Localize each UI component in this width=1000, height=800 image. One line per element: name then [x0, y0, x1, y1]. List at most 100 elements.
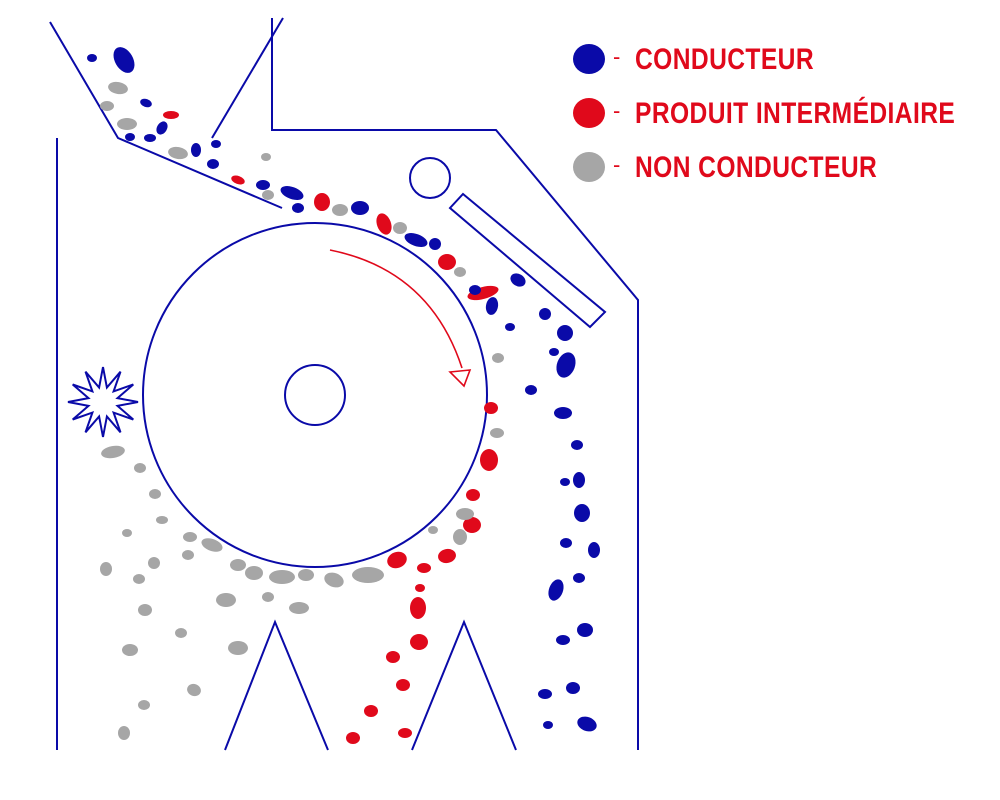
non-conductor-particle: [490, 428, 504, 438]
non-conductor-particle: [332, 204, 348, 216]
feed-hopper-left-wall: [49, 21, 283, 209]
intermediate-particle: [231, 175, 245, 185]
intermediate-particle: [484, 402, 498, 414]
intermediate-particle: [410, 634, 428, 650]
conductor-particle: [485, 297, 499, 315]
conductor-particle: [156, 121, 168, 135]
conductor-particle: [113, 47, 135, 73]
legend-dash: -: [613, 98, 621, 123]
non-conductor-particle: [298, 569, 314, 581]
non-conductor-particle: [156, 516, 168, 524]
legend-swatch-non-conductor: [573, 152, 605, 182]
conductor-particle: [539, 308, 551, 320]
conductor-particle: [557, 325, 573, 341]
non-conductor-particle: [118, 726, 130, 740]
non-conductor-particle: [352, 567, 384, 583]
non-conductor-particle: [230, 559, 246, 571]
non-conductor-particle: [201, 538, 223, 552]
non-conductor-particle: [122, 529, 132, 537]
non-conductor-particle: [100, 101, 114, 111]
conductor-particle: [588, 542, 600, 558]
intermediate-particle: [314, 193, 330, 211]
non-conductor-particle: [187, 683, 201, 697]
non-conductor-particle: [269, 570, 295, 584]
non-conductor-particle: [148, 557, 160, 569]
non-conductor-particle: [175, 628, 187, 638]
conductor-particle: [560, 538, 572, 548]
intermediate-particle: [480, 449, 498, 471]
legend-label-intermediate: PRODUIT INTERMÉDIAIRE: [635, 97, 956, 130]
conductor-particle: [525, 385, 537, 395]
legend-dash: -: [613, 44, 621, 69]
conductor-particle: [549, 348, 559, 356]
non-conductor-particle: [100, 562, 112, 576]
conductor-particle: [556, 352, 576, 378]
non-conductor-particle: [149, 489, 161, 499]
intermediate-particle: [398, 728, 412, 738]
non-conductor-particle: [261, 153, 271, 161]
legend-item-conductor: - CONDUCTEUR: [571, 40, 991, 94]
curved-arrow-icon: [329, 249, 472, 388]
conductor-particle: [140, 98, 152, 108]
conductor-particle: [144, 134, 156, 142]
intermediate-particle: [364, 705, 378, 717]
intermediate-particle: [415, 584, 425, 592]
splitter-right: [411, 619, 517, 751]
conductor-particle: [404, 233, 428, 247]
non-conductor-particle: [108, 81, 128, 95]
conductor-particle: [548, 579, 564, 601]
conductor-particle: [577, 716, 597, 732]
intermediate-particle: [438, 548, 456, 564]
non-conductor-particle: [262, 190, 274, 200]
conductor-particle: [429, 238, 441, 250]
non-conductor-particle: [454, 267, 466, 277]
non-conductor-particle: [216, 593, 236, 607]
conductor-particle: [577, 623, 593, 637]
arrow-head: [448, 369, 472, 388]
non-conductor-particle: [228, 641, 248, 655]
non-conductor-particle: [117, 118, 137, 130]
legend-label-conductor: CONDUCTEUR: [635, 43, 815, 76]
conductor-particle: [566, 682, 580, 694]
conductor-particle: [211, 140, 221, 148]
conductor-particle: [125, 133, 135, 141]
conductor-particle: [87, 54, 97, 62]
conductor-particle: [505, 323, 515, 331]
conductor-particle: [560, 478, 570, 486]
non-conductor-particle: [393, 222, 407, 234]
non-conductor-particle: [182, 550, 194, 560]
housing-outline: [271, 18, 639, 750]
conductor-particle: [538, 689, 552, 699]
non-conductor-particle: [101, 445, 125, 459]
legend-dash: -: [613, 152, 621, 177]
legend-item-non-conductor: - NON CONDUCTEUR: [571, 148, 991, 202]
intermediate-particle: [466, 489, 480, 501]
conductor-particle: [191, 143, 201, 157]
particle-streams: [87, 47, 600, 744]
legend-label-non-conductor: NON CONDUCTEUR: [635, 151, 878, 184]
intermediate-particle: [396, 679, 410, 691]
separator-frame: [49, 17, 639, 751]
legend: - CONDUCTEUR - PRODUIT INTERMÉDIAIRE - N…: [571, 40, 991, 202]
conductor-particle: [556, 635, 570, 645]
non-conductor-particle: [138, 700, 150, 710]
intermediate-particle: [463, 517, 481, 533]
non-conductor-particle: [453, 529, 467, 545]
non-conductor-particle: [289, 602, 309, 614]
conductor-particle: [351, 201, 369, 215]
starburst-icon: [67, 366, 139, 438]
drum-axle: [284, 364, 346, 426]
conductor-particle: [543, 721, 553, 729]
conductor-particle: [571, 440, 583, 450]
conductor-particle: [554, 407, 572, 419]
intermediate-particle: [417, 563, 431, 573]
intermediate-particle: [163, 111, 179, 119]
non-conductor-particle: [262, 592, 274, 602]
legend-swatch-intermediate: [573, 98, 605, 128]
conductor-particle: [256, 180, 270, 190]
non-conductor-particle: [324, 572, 344, 588]
conductor-particle: [573, 573, 585, 583]
conductor-particle: [207, 159, 219, 169]
intermediate-particle: [376, 213, 392, 235]
